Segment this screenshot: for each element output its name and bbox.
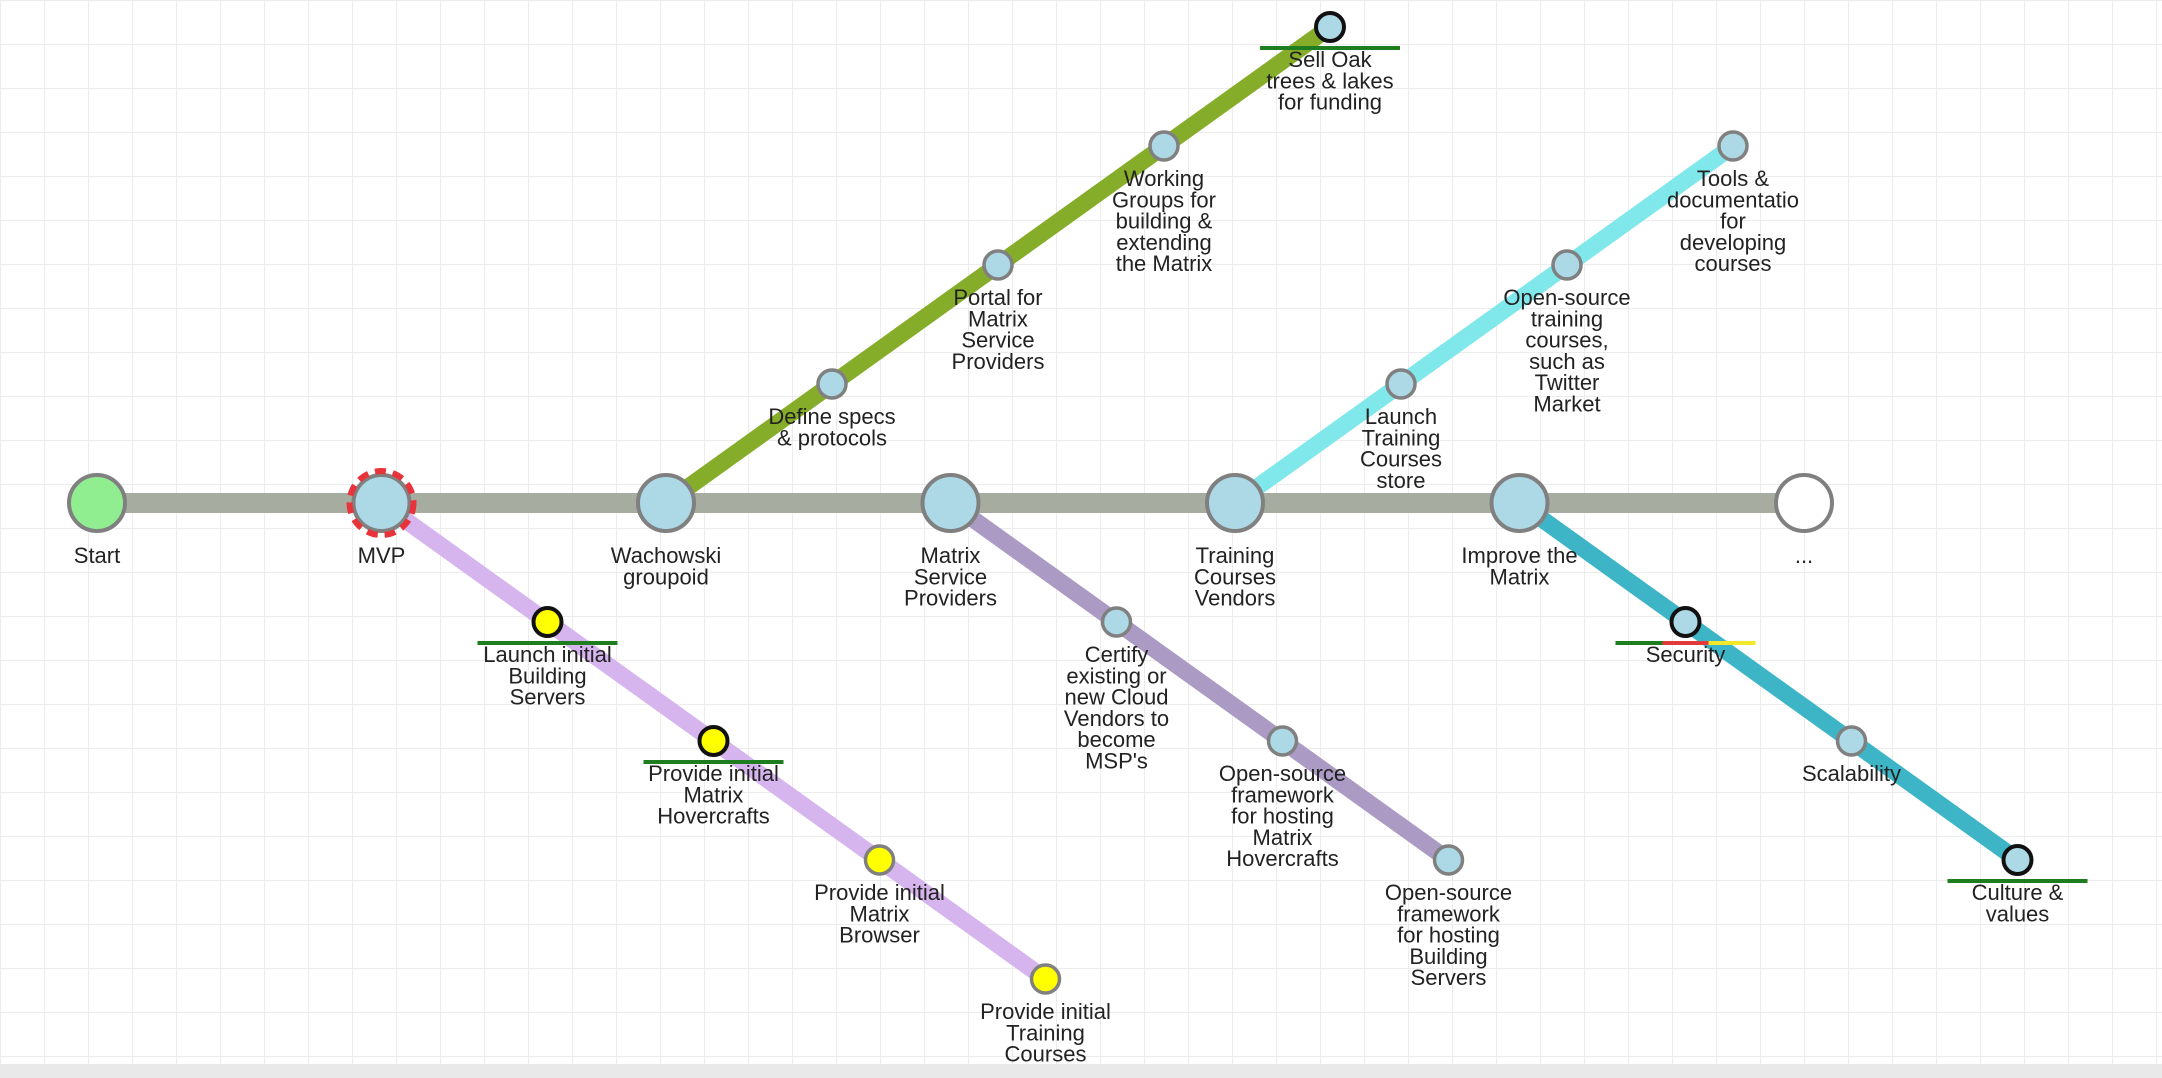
trunk-station-node [351,473,412,533]
bottom-scroll-edge [0,1064,2162,1078]
trunk-station-node [1205,473,1265,533]
station-label: Scalability [1802,761,1901,786]
trunk-station-node [920,473,981,533]
station-node [1717,130,1749,162]
station-node [816,368,848,400]
station-node [1385,368,1417,400]
station-node [1432,844,1465,876]
station-node [1835,725,1868,757]
trunk-station-node [636,473,696,533]
station-node [982,249,1014,281]
purple-line [945,496,1454,867]
trunk-station-label: MVP [358,543,406,568]
station-label: Define specs& protocols [768,404,895,450]
station-node [1100,606,1133,638]
station-node [1029,963,1062,995]
station-node [863,844,896,876]
station-label: Security [1646,642,1725,667]
station-node [1314,11,1346,43]
station-node [1148,130,1180,162]
station-node [697,725,730,757]
station-label: Culture &values [1972,880,2064,926]
station-node [1669,606,1702,638]
station-node [2001,844,2034,876]
trunk-station-node [67,473,127,533]
trunk-station-label: Start [74,543,120,568]
current-station-ring [346,468,417,538]
trunk-station-node [1774,473,1834,533]
station-node [531,606,564,638]
trunk-station-label: ... [1795,543,1813,568]
station-node [1551,249,1583,281]
stations-layer [67,11,2034,995]
teal-line [1514,496,2023,867]
cyan-line [1230,139,1738,510]
trunk-station-node [1489,473,1550,533]
station-node [1266,725,1299,757]
